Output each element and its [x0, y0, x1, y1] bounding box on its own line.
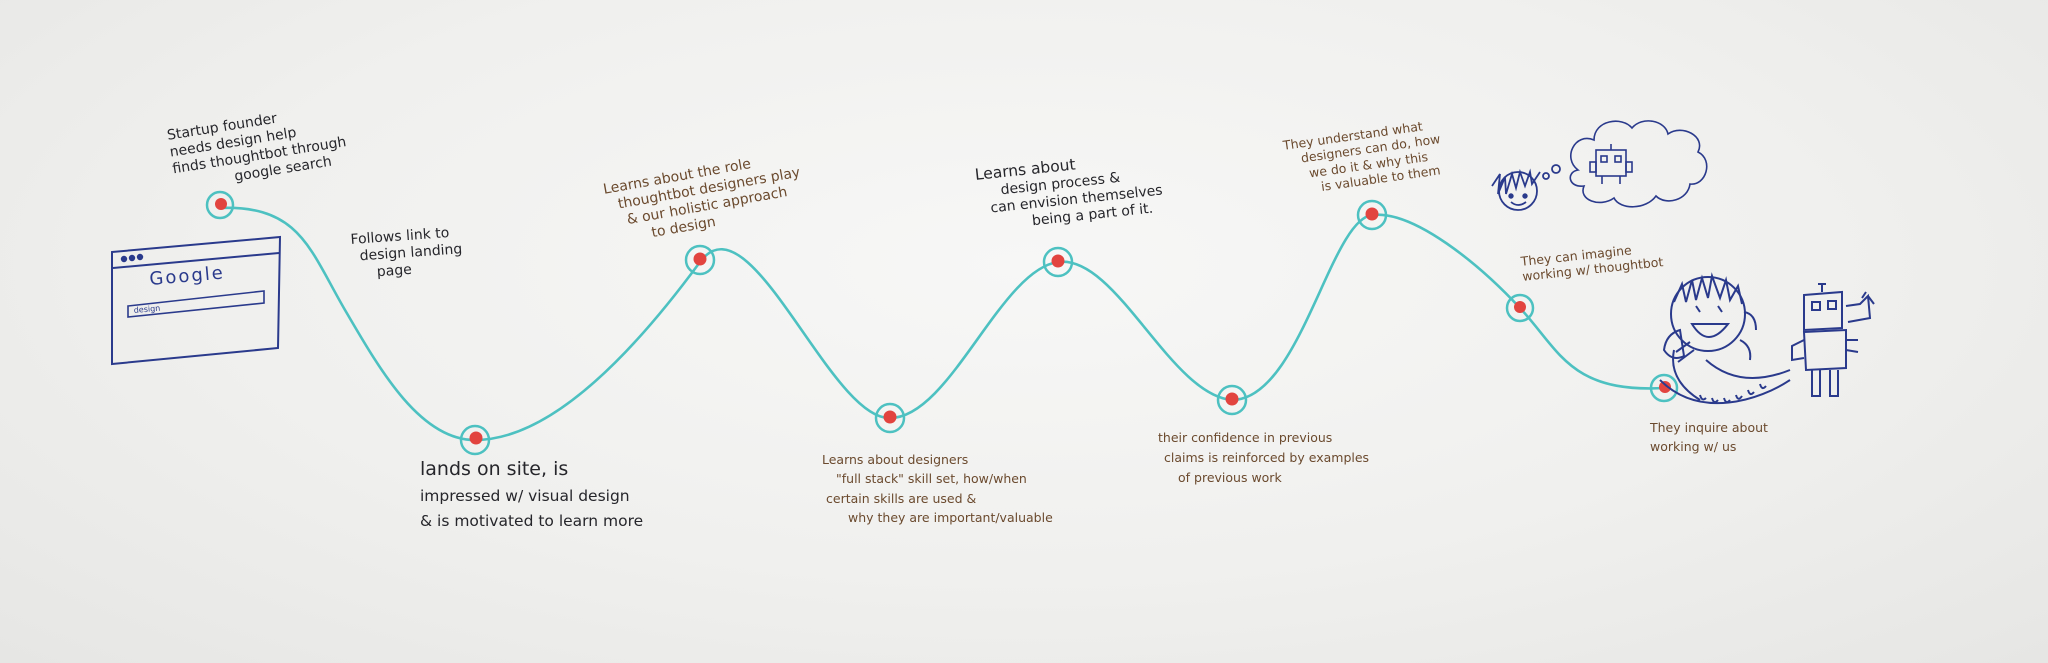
step-10-note: They inquire about working w/ us	[1650, 418, 1768, 457]
step-dot-4	[874, 402, 906, 434]
step-dot-2	[459, 424, 491, 456]
step-5-line-3: certain skills are used &	[826, 490, 977, 506]
step-7-line-3: of previous work	[1178, 470, 1282, 485]
step-dot-7	[1356, 199, 1388, 231]
step-dot-1	[205, 190, 235, 220]
step-dot-9	[1649, 373, 1679, 403]
robot-icon	[1589, 144, 1633, 184]
step-3-line-2: impressed w/ visual design	[420, 487, 630, 506]
step-5-line-4: why they are important/valuable	[848, 510, 1053, 526]
person-on-phone-icon	[1659, 272, 1791, 404]
browser-window-icon	[111, 235, 282, 366]
step-dot-6	[1216, 384, 1248, 416]
step-7-line-2: claims is reinforced by examples	[1164, 450, 1370, 465]
step-dot-3	[684, 244, 716, 276]
step-10-line-2: working w/ us	[1650, 439, 1737, 455]
browser-search-logo: Google	[149, 262, 226, 289]
step-3-line-3: & is motivated to learn more	[420, 512, 644, 531]
journey-path	[218, 206, 1666, 442]
thought-cloud-icon	[1569, 120, 1708, 208]
robot-on-phone-icon	[1791, 283, 1875, 397]
step-5-note: Learns about designers "full stack" skil…	[822, 450, 1053, 528]
person-thinking-icon	[1491, 164, 1561, 211]
step-3-line-1: lands on site, is	[420, 458, 569, 480]
step-7-line-1: their confidence in previous	[1158, 430, 1333, 445]
step-5-line-1: Learns about designers	[822, 452, 969, 467]
step-7-note: their confidence in previous claims is r…	[1158, 428, 1369, 488]
browser-search-query: design	[133, 304, 160, 315]
step-5-line-2: "full stack" skill set, how/when	[836, 471, 1027, 487]
step-10-line-1: They inquire about	[1650, 420, 1768, 435]
step-3-note: lands on site, is impressed w/ visual de…	[420, 458, 643, 531]
step-dot-8	[1505, 293, 1535, 323]
step-dot-5	[1042, 246, 1074, 278]
step-2-note: Follows link to design landing page	[350, 224, 464, 283]
